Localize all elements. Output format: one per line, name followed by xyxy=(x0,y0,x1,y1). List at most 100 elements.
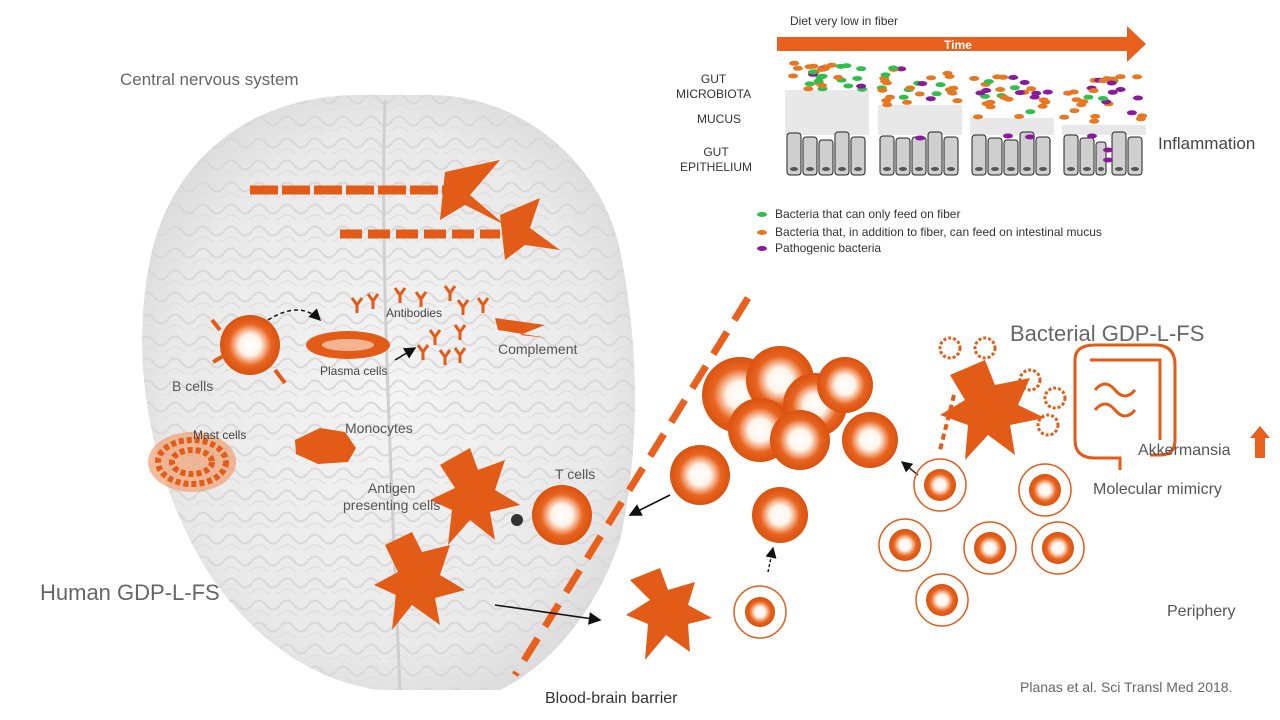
legend-dot-purple xyxy=(757,245,767,251)
neuron-axons xyxy=(250,160,560,260)
bacterium-dot xyxy=(995,87,1006,92)
bacterium-dot xyxy=(1098,78,1109,84)
apc-cells-cns xyxy=(374,448,520,630)
legend-item-fiber: Bacteria that can only feed on fiber xyxy=(757,207,960,221)
complement-shape xyxy=(495,318,548,338)
b-to-plasma-arrow xyxy=(267,308,322,322)
bacterium-dot xyxy=(952,98,963,104)
bacterium-dot xyxy=(1132,74,1143,80)
bacterium-dot xyxy=(1083,94,1094,100)
time-arrow xyxy=(777,26,1146,62)
gut-bacteria-dots xyxy=(788,60,1148,163)
apc-periphery xyxy=(626,568,712,660)
bacterium-dot xyxy=(877,87,888,93)
bacterium-dot xyxy=(1037,103,1048,109)
bacterium-dot xyxy=(1059,114,1070,120)
bacterium-dot xyxy=(948,85,959,91)
bacterium-dot xyxy=(1029,94,1040,100)
inflammation-label: Inflammation xyxy=(1158,134,1256,153)
intestine-icon xyxy=(1073,343,1177,470)
blood-brain-barrier-line xyxy=(512,296,751,677)
periphery-label: Periphery xyxy=(1167,603,1236,620)
bacterium-dot xyxy=(914,91,925,97)
bacterium-dot xyxy=(926,75,937,81)
mast-cells-label: Mast cells xyxy=(193,428,247,442)
monocytes-label: Monocytes xyxy=(345,420,413,436)
activated-t-cells xyxy=(670,346,898,543)
bacterium-dot xyxy=(1069,108,1080,114)
bbb-label: Blood-brain barrier xyxy=(545,690,678,707)
gut-microbiota-label: GUT MICROBIOTA xyxy=(676,72,752,101)
bacterium-dot xyxy=(983,79,994,85)
bacterium-dot xyxy=(905,85,916,91)
pathogen-dot xyxy=(1087,133,1097,139)
bacterium-dot xyxy=(1014,90,1025,96)
bacterium-dot xyxy=(1040,99,1051,105)
bacterium-dot xyxy=(1115,87,1126,92)
time-label: Time xyxy=(944,38,972,52)
tcell-crossing-arrow xyxy=(628,494,671,516)
bacterium-dot xyxy=(881,98,892,104)
b-cells-label: B cells xyxy=(172,378,214,394)
bacterium-dot xyxy=(804,81,815,87)
t-cells-label: T cells xyxy=(555,466,596,482)
bacterium-dot xyxy=(833,75,844,80)
bacterium-dot xyxy=(880,72,891,78)
bacterium-dot xyxy=(1019,80,1030,85)
plasma-cells-label: Plasma cells xyxy=(320,364,388,378)
bacterium-dot xyxy=(985,99,996,105)
pathogen-dot xyxy=(1025,134,1035,140)
bacterium-dot xyxy=(852,76,863,81)
gut-panels xyxy=(785,90,1146,176)
bacterium-dot xyxy=(808,63,819,69)
antibodies-label: Antibodies xyxy=(386,306,443,320)
bacteria-cluster xyxy=(938,336,1067,437)
bacterium-dot xyxy=(1108,76,1119,82)
naive-t-cell xyxy=(733,585,787,639)
bacterium-dot xyxy=(817,66,828,72)
legend-text-pathogenic: Pathogenic bacteria xyxy=(775,241,882,255)
legend-dot-green xyxy=(757,211,767,217)
bacterium-dot xyxy=(1089,118,1100,124)
bacterium-dot xyxy=(1115,74,1126,80)
antibodies-group xyxy=(350,285,490,365)
akkermansia-up-arrow xyxy=(1250,426,1270,458)
cns-label: Central nervous system xyxy=(120,70,299,89)
apc-label: Antigen presenting cells xyxy=(343,480,441,513)
bacterium-dot xyxy=(788,73,799,79)
naive-t-cells-periphery xyxy=(878,458,1085,627)
diet-label: Diet very low in fiber xyxy=(790,14,899,28)
legend-dot-orange xyxy=(757,229,767,235)
bacterium-dot xyxy=(841,63,852,69)
mast-cell xyxy=(148,432,236,492)
bacterium-dot xyxy=(1135,116,1146,122)
bacterium-dot xyxy=(998,74,1009,80)
t-cell-cns xyxy=(532,485,592,545)
bacterium-dot xyxy=(1106,80,1117,86)
pathogen-dot xyxy=(1103,157,1113,163)
pathogen-dot xyxy=(915,135,925,141)
bacterium-dot xyxy=(815,74,826,80)
bacterium-dot xyxy=(985,104,996,110)
pathogen-dot xyxy=(1003,133,1013,139)
bacterium-dot xyxy=(1031,90,1042,96)
bacterium-dot xyxy=(888,65,899,71)
legend-item-mucus: Bacteria that, in addition to fiber, can… xyxy=(757,225,1102,239)
b-cell xyxy=(210,315,287,385)
legend-item-pathogenic: Pathogenic bacteria xyxy=(757,241,881,255)
complement-label: Complement xyxy=(498,341,578,357)
bacterium-dot xyxy=(1025,109,1036,115)
bacterium-dot xyxy=(1090,114,1101,119)
monocyte xyxy=(295,428,356,464)
bacterium-dot xyxy=(1107,89,1118,95)
bacterium-dot xyxy=(856,66,867,72)
bacterium-dot xyxy=(1088,88,1099,94)
bacterium-dot xyxy=(1009,85,1020,91)
bacterium-dot xyxy=(1014,114,1025,119)
bacterium-dot xyxy=(935,82,946,88)
bacterium-dot xyxy=(843,83,854,89)
bacterium-dot xyxy=(896,66,907,72)
bacterium-dot xyxy=(898,94,909,100)
bacterium-dot xyxy=(917,81,928,87)
